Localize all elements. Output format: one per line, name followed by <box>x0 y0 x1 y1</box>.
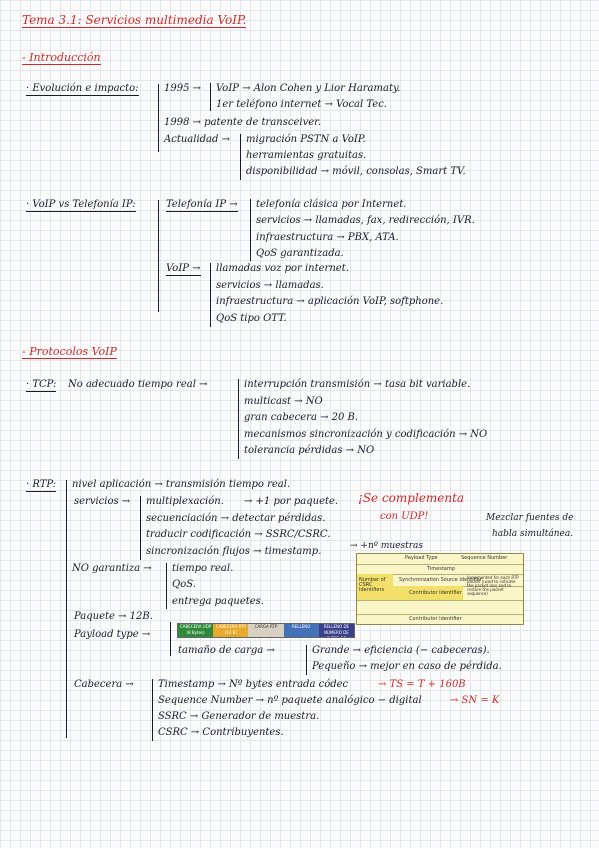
serv-1: multiplexación. <box>146 496 224 507</box>
section-intro: - Introducción <box>22 51 101 65</box>
ng-3: entrega paquetes. <box>172 596 264 607</box>
telefonia-ip: Telefonía IP → <box>166 199 238 212</box>
tel-ip-1: telefonía clásica por Internet. <box>256 199 407 210</box>
brace-cabecera <box>152 679 153 741</box>
ng-2: QoS. <box>172 579 196 590</box>
serv-4b: → +nº muestras <box>350 541 424 551</box>
voip-vs-label: · VoIP vs Telefonía IP: <box>26 199 136 212</box>
tcp-3: gran cabecera → 20 B. <box>244 412 359 423</box>
tcp-label: · TCP: <box>26 379 57 392</box>
voip-label: VoIP → <box>166 263 201 276</box>
rtp-servicios: servicios → <box>74 496 131 507</box>
tel-ip-4: QoS garantizada. <box>256 248 344 259</box>
brace-payload <box>170 622 171 656</box>
brace-actualidad <box>240 134 241 180</box>
brace-voip <box>210 263 211 327</box>
brace-tcp <box>238 379 239 459</box>
first-phone: 1er teléfono internet → Vocal Tec. <box>216 99 387 110</box>
section-protocols: - Protocolos VoIP <box>22 345 117 359</box>
payload-cell-carga: CARGA RTP <box>248 624 284 637</box>
year-1998: 1998 → patente de transceiver. <box>164 117 322 128</box>
fig-timestamp: Timestamp <box>427 566 455 572</box>
brace-servicios <box>140 496 141 560</box>
payload-cell-udp: CABECERA UDP (8 Bytes) <box>178 624 214 637</box>
serv-3: traducir codificación → SSRC/CSRC. <box>146 529 331 540</box>
fig-contrib-1: Contributor Identifier <box>409 590 462 596</box>
herramientas: herramientas gratuitas. <box>246 150 367 161</box>
complement-1: ¡Se complementa <box>358 491 465 505</box>
tcp-lead: No adecuado tiempo real → <box>68 379 208 390</box>
cab-3: SSRC → Generador de muestra. <box>158 711 320 722</box>
evolution-brace <box>158 84 159 152</box>
serv-2: secuenciación → detectar pérdidas. <box>146 513 326 524</box>
voip-4: QoS tipo OTT. <box>216 313 287 324</box>
mezclar-1: Mezclar fuentes de <box>486 513 574 523</box>
payload-bar-figure: CABECERA UDP (8 Bytes) CABECERA RTP (12 … <box>177 623 355 638</box>
migracion: migración PSTN a VoIP. <box>246 134 366 145</box>
voip-vs-brace <box>158 200 159 312</box>
voip-3: infraestructura → aplicación VoIP, softp… <box>216 296 444 307</box>
mezclar-2: habla simultánea. <box>492 529 574 539</box>
rtp-brace <box>66 480 67 738</box>
ng-1: tiempo real. <box>172 563 234 574</box>
actualidad: Actualidad → <box>164 134 230 145</box>
no-garantiza: NO garantiza → <box>72 563 152 574</box>
tcp-4: mecanismos sincronización y codificación… <box>244 429 488 440</box>
serv-1b: → +1 por paquete. <box>244 496 339 507</box>
cab-2: Sequence Number → nº paquete analógico −… <box>158 695 422 706</box>
disponibilidad: disponibilidad → móvil, consolas, Smart … <box>246 166 466 177</box>
brace-no-garantiza <box>166 563 167 609</box>
fig-ssrc: Synchronization Source Identifier <box>399 577 482 583</box>
tamano-grande: Grande → eficiencia (− cabeceras). <box>312 645 490 656</box>
tcp-5: tolerancia pérdidas → NO <box>244 445 375 456</box>
brace-tel-ip <box>250 199 251 261</box>
tel-ip-2: servicios → llamadas, fax, redirección, … <box>256 215 475 226</box>
cabecera: Cabecera → <box>74 679 134 690</box>
cab-4: CSRC → Contribuyentes. <box>158 727 284 738</box>
cab-2b: → SN = K <box>450 695 500 706</box>
voip-authors: VoIP → Alon Cohen y Lior Haramaty. <box>216 83 401 94</box>
payload-type: Payload type → <box>74 629 151 640</box>
cab-1: Timestamp → Nº bytes entrada códec <box>158 679 349 690</box>
voip-1: llamadas voz por internet. <box>216 263 349 274</box>
page-title: Tema 3.1: Servicios multimedia VoIP. <box>22 13 247 28</box>
complement-2: con UDP! <box>380 511 429 522</box>
cab-1b: → TS = T + 160B <box>378 679 466 690</box>
payload-cell-relleno: RELLENO <box>283 624 319 637</box>
tcp-2: multicast → NO <box>244 396 323 407</box>
payload-cell-rtp: CABECERA RTP (12 B) <box>213 624 249 637</box>
fig-note: Incremented for each RTP packet (used to… <box>467 575 519 596</box>
paquete: Paquete → 12B. <box>74 611 153 622</box>
fig-csrc-count: Number of CSRC Identifiers <box>359 577 386 593</box>
brace-tamano <box>306 645 307 675</box>
serv-4: sincronización flujos → timestamp. <box>146 546 322 557</box>
rtp-nivel: nivel aplicación → transmisión tiempo re… <box>72 479 291 490</box>
year-1995: 1995 → <box>164 83 202 94</box>
tel-ip-3: infraestructura → PBX, ATA. <box>256 232 399 243</box>
tcp-1: interrupción transmisión → tasa bit vari… <box>244 379 471 390</box>
tamano-pequeno: Pequeño → mejor en caso de pérdida. <box>312 661 502 672</box>
brace-1995 <box>210 83 211 111</box>
voip-2: servicios → llamadas. <box>216 280 324 291</box>
fig-payload-type: Payload Type <box>405 555 438 561</box>
evolution-label: · Evolución e impacto: <box>26 83 139 96</box>
tamano-carga: tamaño de carga → <box>178 645 275 656</box>
rtp-label: · RTP: <box>26 479 57 492</box>
fig-contrib-2: Contributor Identifier <box>409 616 462 622</box>
fig-seq-number: Sequence Number <box>461 555 508 561</box>
rtp-header-figure: Payload Type Sequence Number Timestamp S… <box>356 553 524 625</box>
payload-cell-num: RELLENO DE NÚMERO DE BYTES DE RELLENO (1… <box>318 624 355 637</box>
